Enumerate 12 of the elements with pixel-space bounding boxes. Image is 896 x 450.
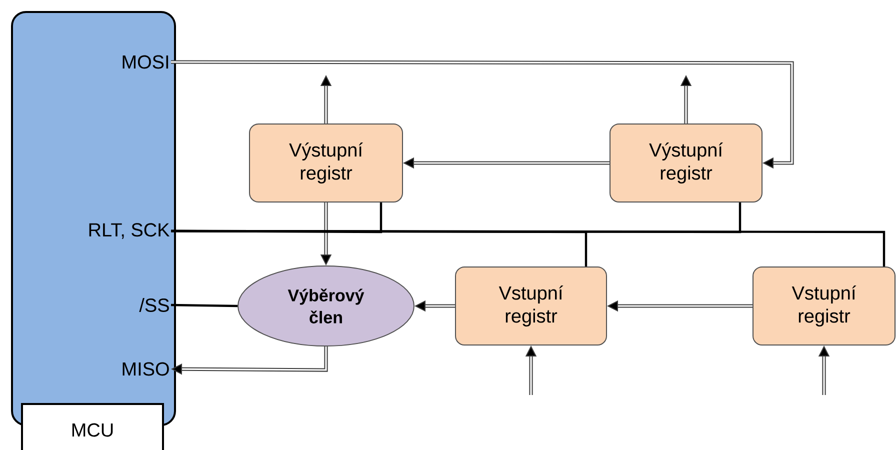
register-box: Výstupní registr [610,124,762,202]
pin-label: MOSI [122,55,168,69]
pin-label: RLT, SCK [89,223,170,239]
mcu-label: MCU [21,403,164,450]
arrow [171,60,794,169]
pin-label: /SS [139,298,169,312]
pin-label: MISO [122,362,169,376]
connector-line [170,304,238,308]
connector-line [171,230,886,266]
register-box: Výstupní registr [249,124,403,202]
register-box: Vstupní registr [752,266,896,346]
register-box: Vstupní registr [455,266,607,346]
